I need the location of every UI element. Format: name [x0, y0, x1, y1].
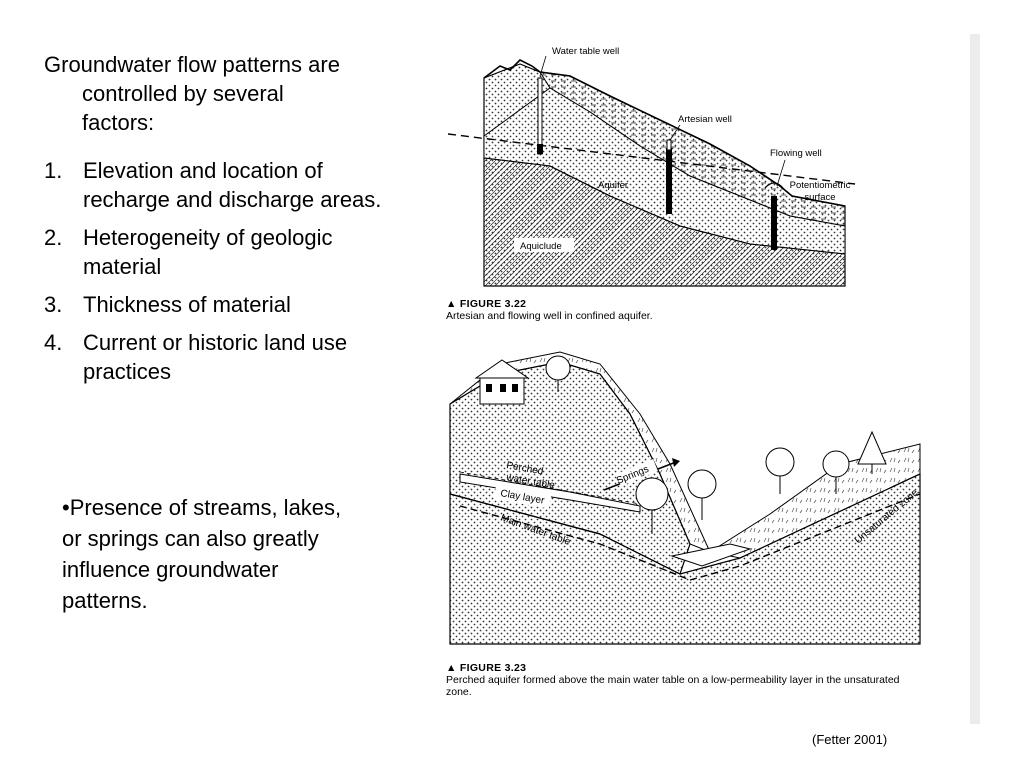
potentiometric-line [447, 133, 856, 185]
perched-aquifer-diagram: Perched water table Clay layer Springs M… [449, 351, 921, 645]
figure-caption-bottom: ▲ FIGURE 3.23 Perched aquifer formed abo… [446, 662, 916, 698]
caption-text: Perched aquifer formed above the main wa… [446, 674, 900, 698]
flowing-well-label: Flowing well [770, 148, 822, 159]
factor-number: 3. [44, 292, 63, 317]
factor-number: 4. [44, 330, 63, 355]
clay-layer [459, 473, 641, 513]
farmhouse [474, 359, 530, 405]
citation: (Fetter 2001) [812, 732, 888, 747]
artesian-well-label: Artesian well [678, 114, 732, 125]
factor-item: 2. Heterogeneity of geologic material [44, 223, 404, 281]
streams-note: •Presence of streams, lakes, or springs … [62, 495, 342, 613]
factor-number: 2. [44, 225, 63, 250]
stream [670, 543, 752, 567]
water-table-well [537, 77, 543, 155]
figure-number: ▲ FIGURE 3.22 [446, 298, 527, 310]
figure-number: ▲ FIGURE 3.23 [446, 662, 527, 674]
factor-item: 3. Thickness of material [44, 290, 404, 319]
surface-label: surface [804, 192, 835, 203]
trees [545, 355, 887, 534]
valley-surface [708, 443, 921, 559]
potentiometric-label: Potentiometric [790, 180, 851, 191]
aquiclude-label: Aquiclude [520, 241, 562, 252]
water-table-well-label: Water table well [552, 46, 619, 57]
aquifer-label: Aquifer [598, 180, 628, 191]
figure-caption-top: ▲ FIGURE 3.22 Artesian and flowing well … [446, 298, 866, 322]
factor-text: Thickness of material [83, 292, 291, 317]
factor-item: 4. Current or historic land use practice… [44, 328, 404, 386]
factor-text: Heterogeneity of geologic material [83, 225, 333, 279]
intro-line-1: Groundwater flow patterns are [44, 52, 340, 77]
factor-number: 1. [44, 158, 63, 183]
artesian-well [666, 148, 672, 214]
intro-text: Groundwater flow patterns are controlled… [44, 50, 404, 137]
factors-list: 1. Elevation and location of recharge an… [44, 156, 404, 395]
flowing-well [771, 196, 777, 250]
intro-line-3: factors: [82, 110, 155, 135]
intro-line-2: controlled by several [82, 81, 284, 106]
factor-text: Elevation and location of recharge and d… [83, 158, 382, 212]
artesian-well-diagram: Water table well Artesian well Flowing w… [447, 46, 856, 287]
factor-item: 1. Elevation and location of recharge an… [44, 156, 404, 214]
main-water-table [459, 493, 921, 581]
slide-edge-strip [970, 34, 980, 724]
caption-text: Artesian and flowing well in confined aq… [446, 310, 653, 322]
factor-text: Current or historic land use practices [83, 330, 348, 384]
aquiclude-layer [483, 157, 846, 287]
